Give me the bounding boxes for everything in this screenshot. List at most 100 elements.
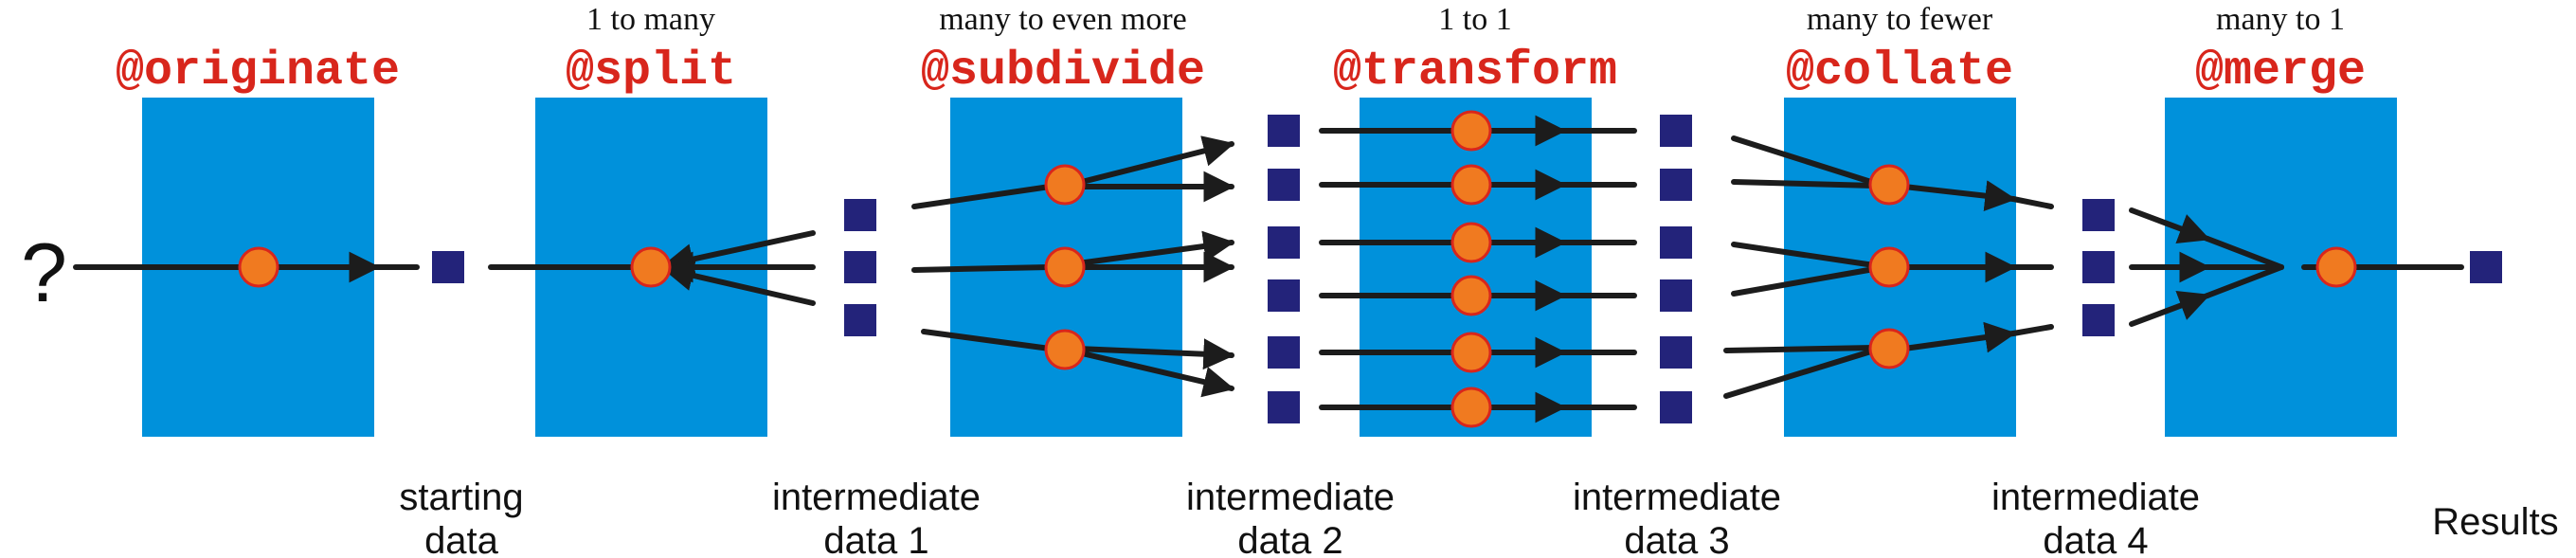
data-label-intermediate-1: data 1 [823, 520, 928, 558]
node-subdivide-3 [1044, 329, 1086, 370]
stage-decorator: @transform [1333, 45, 1617, 99]
data-label-intermediate-2: data 2 [1237, 520, 1342, 558]
collate-input-5 [1723, 345, 1877, 353]
data-label-intermediate-3: intermediate [1573, 477, 1781, 518]
data-label-intermediate-4: data 4 [2043, 520, 2148, 558]
data-squares [432, 115, 2502, 423]
merge-tail-top [2205, 236, 2284, 270]
subdivide-arrow-6 [1075, 350, 1235, 398]
data-square-intermediate-1 [844, 199, 876, 231]
stage-decorator: @originate [116, 45, 400, 99]
collate-arrow-bottom [1901, 321, 2017, 353]
data-label-intermediate-4: intermediate [1991, 477, 2200, 518]
stage-decorator: @merge [2195, 45, 2366, 99]
stage-split: 1 to many @split [535, 2, 767, 437]
node-transform-6 [1450, 387, 1492, 428]
data-square-intermediate-2 [1268, 279, 1300, 312]
stage-ratio: many to fewer [1807, 2, 1993, 37]
stage-ratio: 1 to 1 [1438, 2, 1511, 37]
subdivide-input-mid [911, 264, 1053, 273]
data-square-intermediate-3 [1660, 336, 1692, 369]
stage-decorator: @split [566, 45, 736, 99]
collate-input-4 [1731, 266, 1877, 297]
data-square-intermediate-4 [2082, 199, 2115, 231]
input-question-mark: ? [21, 225, 67, 319]
collate-input-1 [1731, 179, 1877, 189]
data-label-line2: data 1 [823, 520, 928, 558]
data-label-line1: intermediate [1991, 477, 2200, 518]
stage-collate: many to fewer @collate [1784, 2, 2016, 437]
node-collate-1 [1868, 164, 1910, 206]
data-square-starting [432, 251, 464, 283]
split-arrow-bottom [661, 260, 816, 306]
task-nodes [238, 110, 2357, 428]
data-square-intermediate-2 [1268, 169, 1300, 201]
stage-merge: many to 1 @merge [2165, 2, 2397, 437]
data-label-starting: data [424, 520, 499, 558]
data-label-line1: starting [399, 477, 523, 518]
data-square-intermediate-3 [1660, 169, 1692, 201]
node-transform-1 [1450, 110, 1492, 152]
node-split [630, 246, 672, 288]
node-collate-2 [1868, 246, 1910, 288]
data-square-intermediate-2 [1268, 391, 1300, 423]
data-label-line2: data [424, 520, 499, 558]
collate-input-3 [1731, 242, 1877, 268]
data-label-line2: data 2 [1237, 520, 1342, 558]
data-label-starting: starting [399, 477, 523, 518]
node-subdivide-2 [1044, 246, 1086, 288]
node-merge [2315, 246, 2357, 288]
data-label-line1: intermediate [772, 477, 981, 518]
data-square-intermediate-3 [1660, 226, 1692, 259]
data-square-results [2470, 251, 2502, 283]
subdivide-input-top [911, 184, 1053, 209]
stage-box [1360, 98, 1592, 437]
node-transform-5 [1450, 332, 1492, 373]
stage-ratio: 1 to many [586, 2, 715, 37]
merge-arrow-top [2129, 207, 2211, 244]
node-originate [238, 246, 279, 288]
merge-tail-bottom [2205, 264, 2284, 298]
stage-ratio: many to even more [939, 2, 1187, 37]
stage-originate: @originate [116, 45, 400, 437]
merge-arrow-bottom [2129, 290, 2211, 327]
data-label-results: Results [2432, 501, 2558, 543]
data-label-intermediate-2: intermediate [1186, 477, 1395, 518]
subdivide-arrow-1 [1075, 135, 1235, 186]
data-label-line1: Results [2432, 501, 2558, 543]
data-label-line1: intermediate [1186, 477, 1395, 518]
stage-transform: 1 to 1 @transform [1333, 2, 1617, 437]
data-labels: starting data intermediate data 1 interm… [399, 477, 2558, 558]
data-square-intermediate-1 [844, 304, 876, 336]
data-square-intermediate-4 [2082, 251, 2115, 283]
data-label-intermediate-3: data 3 [1624, 520, 1729, 558]
connectors [73, 115, 2464, 423]
data-square-intermediate-3 [1660, 391, 1692, 423]
subdivide-input-bottom [921, 329, 1053, 351]
data-label-line1: intermediate [1573, 477, 1781, 518]
data-label-line2: data 4 [2043, 520, 2148, 558]
stage-decorator: @subdivide [921, 45, 1205, 99]
stage-ratio: many to 1 [2216, 2, 2345, 37]
data-square-intermediate-2 [1268, 115, 1300, 147]
data-label-intermediate-1: intermediate [772, 477, 981, 518]
data-square-intermediate-3 [1660, 279, 1692, 312]
stage-decorator: @collate [1786, 45, 2013, 99]
node-transform-4 [1450, 275, 1492, 316]
collate-arrow-top [1901, 180, 2017, 212]
node-transform-3 [1450, 222, 1492, 263]
node-transform-2 [1450, 164, 1492, 206]
data-square-intermediate-4 [2082, 304, 2115, 336]
collate-input-2 [1731, 135, 1877, 186]
data-square-intermediate-1 [844, 251, 876, 283]
subdivide-arrow-3 [1075, 230, 1235, 266]
data-square-intermediate-3 [1660, 115, 1692, 147]
node-collate-3 [1868, 328, 1910, 369]
collate-tail-top [2010, 196, 2054, 209]
subdivide-arrow-5 [1075, 338, 1235, 370]
data-label-line2: data 3 [1624, 520, 1729, 558]
data-square-intermediate-2 [1268, 336, 1300, 369]
data-square-intermediate-2 [1268, 226, 1300, 259]
collate-tail-bottom [2010, 324, 2054, 336]
